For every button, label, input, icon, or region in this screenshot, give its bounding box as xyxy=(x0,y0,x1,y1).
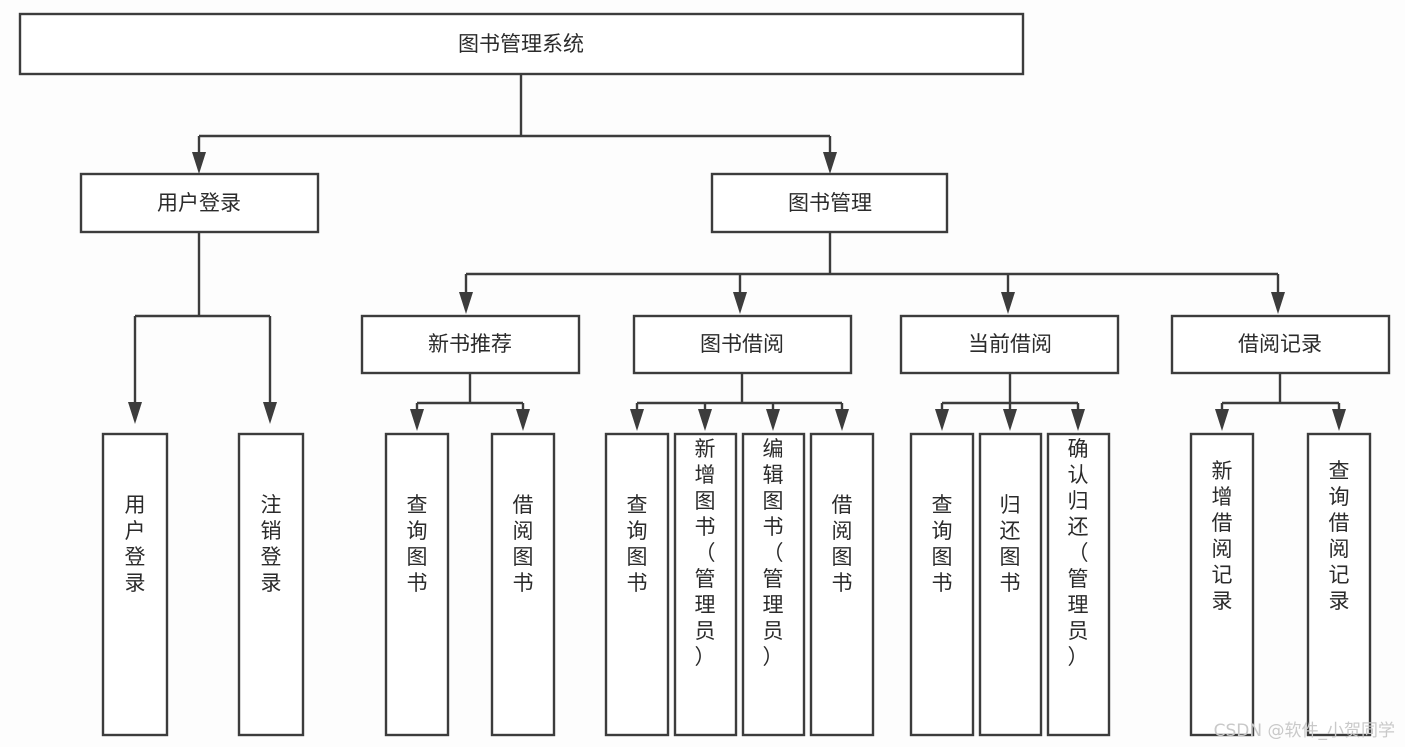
arrow-head-leaf-query-book-2 xyxy=(630,409,644,431)
connector-group-root xyxy=(192,74,837,174)
leaf-return-book-box[interactable] xyxy=(978,432,1043,737)
node-root-label: 图书管理系统 xyxy=(458,32,584,56)
node-book-management[interactable]: 图书管理 xyxy=(710,172,949,234)
node-new-book-recommend[interactable]: 新书推荐 xyxy=(360,314,581,375)
connector-group-book-borrow xyxy=(630,373,849,431)
arrow-head-book-borrow xyxy=(733,292,747,314)
leaf-add-book-label: 新增图书（管理员） xyxy=(695,437,716,669)
node-current-borrow-label: 当前借阅 xyxy=(968,332,1052,356)
connector-group-user-login xyxy=(128,232,277,424)
arrow-head-book-management xyxy=(823,152,837,174)
leaf-confirm-return-box[interactable] xyxy=(1046,432,1111,737)
leaf-user-login-label: 用户登录 xyxy=(125,493,146,595)
leaf-node-query-record[interactable]: 查询借阅记录 xyxy=(1306,432,1372,737)
leaf-query-book-3-label: 查询图书 xyxy=(932,493,953,595)
leaf-logout-box[interactable] xyxy=(237,432,305,737)
arrow-head-leaf-add-record xyxy=(1215,409,1229,431)
csdn-watermark: CSDN @软件_小贺同学 xyxy=(1213,721,1395,741)
node-user-login-label: 用户登录 xyxy=(157,191,241,215)
node-root[interactable]: 图书管理系统 xyxy=(18,12,1025,76)
leaf-add-record-label: 新增借阅记录 xyxy=(1212,459,1233,613)
arrow-head-leaf-borrow-book-1 xyxy=(516,409,530,431)
arrow-head-leaf-return-book xyxy=(1003,409,1017,431)
leaf-add-book-box[interactable] xyxy=(673,432,738,737)
leaf-borrow-book-1-label: 借阅图书 xyxy=(513,493,534,595)
leaf-user-login-box[interactable] xyxy=(101,432,169,737)
node-book-management-label: 图书管理 xyxy=(788,191,872,215)
leaf-query-record-label: 查询借阅记录 xyxy=(1329,459,1350,613)
leaf-query-book-3-box[interactable] xyxy=(909,432,975,737)
arrow-head-new-book-recommend xyxy=(459,292,473,314)
leaf-node-query-book-1[interactable]: 查询图书 xyxy=(384,432,450,737)
leaf-add-record-box[interactable] xyxy=(1189,432,1255,737)
arrow-head-leaf-user-login xyxy=(128,402,142,424)
node-book-management-box[interactable] xyxy=(710,172,949,234)
arrow-head-user-login xyxy=(192,152,206,174)
leaf-borrow-book-2-label: 借阅图书 xyxy=(832,493,853,595)
leaf-query-book-1-box[interactable] xyxy=(384,432,450,737)
node-book-borrow[interactable]: 图书借阅 xyxy=(632,314,853,375)
leaf-node-query-book-3[interactable]: 查询图书 xyxy=(909,432,975,737)
leaf-confirm-return-label: 确认归还（管理员） xyxy=(1068,437,1089,669)
arrow-head-leaf-add-book xyxy=(698,409,712,431)
leaf-query-book-1-label: 查询图书 xyxy=(407,493,428,595)
leaf-node-confirm-return[interactable]: 确认归还（管理员） xyxy=(1046,432,1111,737)
arrow-head-leaf-confirm-return xyxy=(1071,409,1085,431)
node-new-book-recommend-label: 新书推荐 xyxy=(428,332,512,356)
connector-group-borrow-record xyxy=(1215,373,1346,431)
leaf-borrow-book-2-box[interactable] xyxy=(809,432,875,737)
leaf-node-add-record[interactable]: 新增借阅记录 xyxy=(1189,432,1255,737)
node-borrow-record[interactable]: 借阅记录 xyxy=(1170,314,1391,375)
connector-group-current-borrow xyxy=(935,373,1085,431)
connector-group-book-management xyxy=(459,232,1285,314)
leaf-logout-label: 注销登录 xyxy=(261,493,282,595)
node-current-borrow-box[interactable] xyxy=(899,314,1120,375)
leaf-node-query-book-2[interactable]: 查询图书 xyxy=(604,432,670,737)
leaf-edit-book-label: 编辑图书（管理员） xyxy=(763,437,784,669)
node-book-borrow-box[interactable] xyxy=(632,314,853,375)
node-user-login-box[interactable] xyxy=(79,172,320,234)
node-user-login[interactable]: 用户登录 xyxy=(79,172,320,234)
arrow-head-leaf-edit-book xyxy=(766,409,780,431)
leaf-node-borrow-book-2[interactable]: 借阅图书 xyxy=(809,432,875,737)
node-borrow-record-label: 借阅记录 xyxy=(1238,332,1322,356)
leaf-node-borrow-book-1[interactable]: 借阅图书 xyxy=(490,432,556,737)
arrow-head-leaf-query-book-3 xyxy=(935,409,949,431)
leaf-borrow-book-1-box[interactable] xyxy=(490,432,556,737)
arrow-head-borrow-record xyxy=(1271,292,1285,314)
arrow-head-leaf-logout xyxy=(263,402,277,424)
node-book-borrow-label: 图书借阅 xyxy=(700,332,784,356)
leaf-query-record-box[interactable] xyxy=(1306,432,1372,737)
leaf-edit-book-box[interactable] xyxy=(741,432,806,737)
leaf-node-edit-book[interactable]: 编辑图书（管理员） xyxy=(741,432,806,737)
leaf-node-logout[interactable]: 注销登录 xyxy=(237,432,305,737)
arrow-head-leaf-query-record xyxy=(1332,409,1346,431)
leaf-query-book-2-box[interactable] xyxy=(604,432,670,737)
leaf-node-return-book[interactable]: 归还图书 xyxy=(978,432,1043,737)
leaf-return-book-label: 归还图书 xyxy=(1000,493,1021,595)
node-borrow-record-box[interactable] xyxy=(1170,314,1391,375)
node-root-box[interactable] xyxy=(18,12,1025,76)
arrow-head-leaf-borrow-book-2 xyxy=(835,409,849,431)
leaf-query-book-2-label: 查询图书 xyxy=(627,493,648,595)
node-new-book-recommend-box[interactable] xyxy=(360,314,581,375)
connector-group-new-book-recommend xyxy=(410,373,530,431)
node-current-borrow[interactable]: 当前借阅 xyxy=(899,314,1120,375)
leaf-node-user-login[interactable]: 用户登录 xyxy=(101,432,169,737)
leaf-node-add-book[interactable]: 新增图书（管理员） xyxy=(673,432,738,737)
arrow-head-leaf-query-book-1 xyxy=(410,409,424,431)
arrow-head-current-borrow xyxy=(1001,292,1015,314)
